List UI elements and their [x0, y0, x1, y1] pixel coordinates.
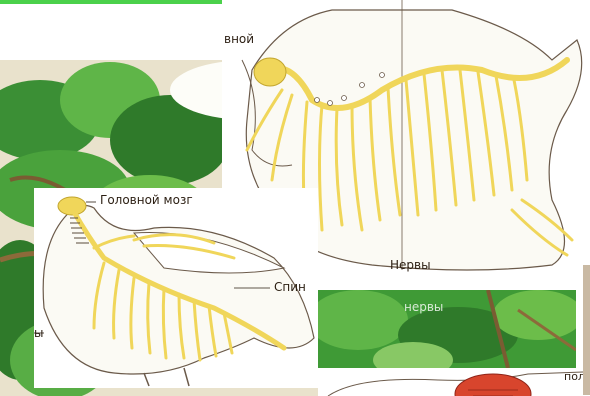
cat-brain-label: вной — [224, 32, 254, 46]
top-green-strip — [0, 0, 222, 4]
pigeon-brain-label: Головной мозг — [100, 193, 193, 207]
muscle-shape — [455, 374, 531, 396]
pigeon-nerves-label: ы — [34, 326, 43, 340]
right-edge-photo — [583, 265, 590, 395]
cat-nerves-label: Нервы — [390, 258, 431, 272]
partial-label: поло — [564, 370, 583, 383]
lower-right-foliage-photo: нервы — [318, 290, 576, 368]
cat-brain — [254, 58, 286, 86]
bottom-right-anatomy-panel: поло — [318, 368, 583, 396]
pigeon-nervous-system-panel: Головной мозг Спин ы — [34, 188, 318, 388]
pigeon-spinal-label: Спин — [274, 280, 306, 294]
faded-nerves-label: нервы — [404, 300, 443, 314]
